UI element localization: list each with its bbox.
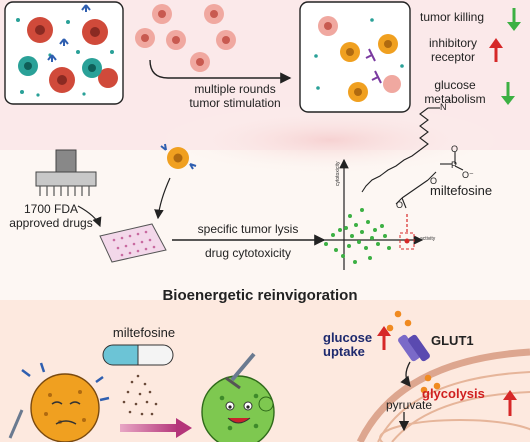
screen-step-top: specific tumor lysis (197, 222, 299, 236)
exhaustion-panel (4, 1, 521, 113)
hit-point (404, 238, 410, 244)
stimulation-tumor-cells (135, 4, 236, 72)
capsule-icon (102, 344, 174, 366)
pyruvate-label: pyruvate (386, 398, 433, 412)
tumor-cell-cluster (27, 17, 118, 93)
reinvigoration-arrow-head (176, 418, 192, 438)
drug-library-label-line1: 1700 FDA (23, 202, 79, 216)
outcome-glucose-metabolism-label-2: metabolism (424, 92, 486, 106)
drug-particles (122, 374, 158, 416)
cell-to-plate-arrow (154, 177, 171, 220)
glycolysis-label: glycolysis (422, 386, 485, 401)
outcome-tumor-killing-arrow (507, 8, 521, 31)
antibody-marks (47, 4, 91, 62)
structure-atom-n: N (440, 102, 447, 112)
drug-library-label-line2: approved drugs (9, 216, 93, 230)
glut1-transporter (398, 334, 430, 362)
compound-name: miltefosine (430, 183, 493, 198)
outcome-glucose-metabolism-arrow (501, 82, 515, 105)
outcome-inhibitory-receptor-arrow (489, 38, 503, 62)
outcome-inhibitory-receptor-label-2: receptor (430, 50, 476, 64)
reinvigoration-arrow-body (120, 424, 178, 432)
structure-atom-p: P (451, 160, 458, 170)
exhausted-dots (314, 18, 404, 90)
glucose-uptake-up-arrow (377, 326, 391, 350)
stimulation-arrow (149, 59, 292, 84)
reinvigorated-t-cell-character (201, 352, 275, 442)
screen-scatter-plot (318, 158, 424, 270)
stimulation-caption-line1: multiple rounds (194, 82, 276, 96)
outcome-tumor-killing-label: tumor killing (420, 10, 485, 24)
multichannel-pipette-icon (35, 149, 97, 196)
structure-atom-o-minus: O⁻ (462, 170, 474, 180)
structure-charge-plus: + (447, 98, 452, 105)
exhausted-t-cells (318, 16, 401, 102)
library-to-plate-arrow (77, 205, 102, 228)
plot-points (324, 208, 391, 264)
outcome-inhibitory-receptor-label-1: inhibitory (428, 36, 478, 50)
plot-y-axis-label: cytotoxicity (335, 161, 341, 186)
well-plate-icon (99, 223, 167, 263)
exhausted-t-cell-character (8, 362, 110, 442)
structure-atom-o-left: O (430, 176, 438, 186)
screen-step-bottom: drug cytotoxicity (204, 246, 292, 260)
glucose-uptake-label-2: uptake (323, 344, 365, 359)
structure-atom-o-top: O (451, 144, 459, 154)
drug-label: miltefosine (112, 325, 176, 340)
reinvigoration-panel (8, 310, 530, 442)
stimulation-caption-line2: tumor stimulation (189, 96, 281, 110)
glycolysis-up-arrow (503, 390, 517, 416)
glut1-label: GLUT1 (431, 333, 474, 348)
exhausted-t-cell-icon (160, 143, 197, 170)
t-cell-cluster (18, 56, 102, 78)
glycolysis-arrow (400, 361, 411, 388)
plot-x-axis-label: activity (420, 236, 436, 242)
glucose-molecules (386, 310, 441, 394)
miltefosine-structure (361, 107, 464, 209)
transition-glow (160, 105, 500, 175)
section-title: Bioenergetic reinvigoration (162, 287, 358, 304)
structure-atom-o-right: O (396, 200, 404, 210)
sword (230, 352, 256, 382)
glucose-uptake-label-1: glucose (323, 330, 373, 345)
hit-box (399, 232, 415, 250)
screen-panel (35, 107, 464, 270)
outcome-glucose-metabolism-label-1: glucose (434, 78, 476, 92)
inhibitory-receptor-marks (365, 48, 382, 84)
